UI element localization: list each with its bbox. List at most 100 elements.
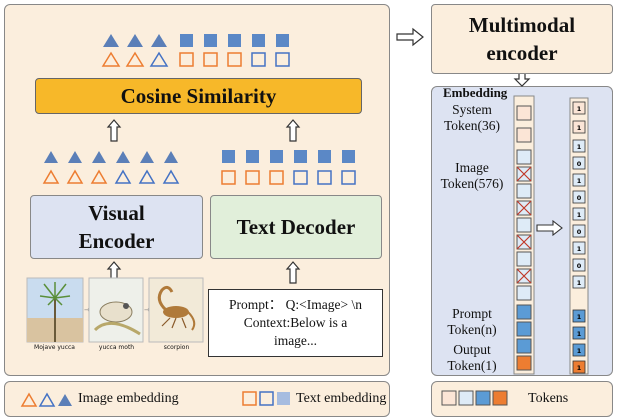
system-token-line1: System xyxy=(452,102,492,117)
visual-encoder-box: Visual Encoder xyxy=(30,195,203,259)
binary-cell xyxy=(572,173,586,187)
binary-value: 1 xyxy=(577,105,582,113)
text-embedding-square-outline xyxy=(251,52,266,67)
cosine-similarity-box: Cosine Similarity xyxy=(35,78,362,114)
image-embedding-triangle-outline xyxy=(125,51,145,67)
hollow-down-arrow xyxy=(513,71,531,87)
image-embedding-triangle xyxy=(151,34,167,47)
token-cell xyxy=(516,321,532,337)
binary-cell xyxy=(572,258,586,272)
text-embedding-square xyxy=(252,34,265,47)
binary-value: 1 xyxy=(577,143,582,151)
text-embedding-square-outline xyxy=(227,52,242,67)
embedding-legend xyxy=(4,381,390,417)
binary-value: 0 xyxy=(577,262,582,270)
text-decoder-box: Text Decoder xyxy=(210,195,382,259)
prompt-line-1: Prompt： Q:<Image> \n xyxy=(229,297,362,312)
token-cell xyxy=(516,304,532,320)
prompt-line-2: Context:Below is a xyxy=(243,315,348,330)
image-embedding-triangle xyxy=(127,34,143,47)
text-embedding-square-outline xyxy=(203,52,218,67)
image-token-label: Image Token(576) xyxy=(430,160,514,192)
text-embedding-row xyxy=(221,150,356,185)
binary-cell xyxy=(572,139,586,153)
binary-value: 1 xyxy=(577,177,582,185)
image-caption: Mojave yucca xyxy=(34,344,75,351)
text-embedding-square-outline xyxy=(275,52,290,67)
hollow-right-arrow-small xyxy=(536,219,563,237)
binary-value: 0 xyxy=(577,194,582,202)
token-cell xyxy=(516,149,532,165)
prompt-token-line1: Prompt xyxy=(452,306,492,321)
binary-value: 1 xyxy=(577,347,582,355)
binary-cell xyxy=(572,224,586,238)
prompt-box: Prompt： Q:<Image> \n Context:Below is a … xyxy=(208,289,383,357)
binary-cell xyxy=(572,190,586,204)
prompt-token-label: Prompt Token(n) xyxy=(430,306,514,338)
binary-cell xyxy=(572,343,586,357)
binary-cell xyxy=(572,360,586,374)
output-token-label: Output Token(1) xyxy=(430,342,514,374)
prompt-line-3: image... xyxy=(273,333,318,348)
token-cell xyxy=(516,285,532,301)
system-token-label: System Token(36) xyxy=(430,102,514,134)
masked-cross-icon xyxy=(516,166,532,182)
image-embedding-triangle-outline xyxy=(149,51,169,67)
binary-cell xyxy=(572,156,586,170)
token-cell xyxy=(516,183,532,199)
legend-image-embedding: Image embedding xyxy=(78,391,179,406)
legend-tokens: Tokens xyxy=(528,391,569,406)
legend-right-shapes xyxy=(441,390,508,406)
binary-cell xyxy=(572,309,586,323)
encoder-label-line1: Multimodal xyxy=(468,13,576,37)
visual-encoder-label-line1: Visual xyxy=(88,201,145,225)
hollow-right-arrow xyxy=(396,27,424,47)
token-cell xyxy=(516,127,532,143)
cosine-similarity-label: Cosine Similarity xyxy=(120,83,277,108)
embedding-title: Embedding xyxy=(443,85,508,100)
binary-value: 0 xyxy=(577,160,582,168)
token-cell xyxy=(516,105,532,121)
image-embedding-triangle xyxy=(103,34,119,47)
text-embedding-square xyxy=(180,34,193,47)
encoder-label-line2: encoder xyxy=(486,41,558,65)
image-token-line2: Token(576) xyxy=(440,176,504,191)
svg-text:→: → xyxy=(84,306,90,314)
binary-value: 0 xyxy=(577,228,582,236)
visual-embedding-row xyxy=(42,151,180,184)
output-token-line2: Token(1) xyxy=(447,358,497,373)
masked-cross-icon xyxy=(516,268,532,284)
text-embedding-square xyxy=(228,34,241,47)
visual-encoder-label-line2: Encoder xyxy=(78,229,155,253)
binary-cell xyxy=(572,326,586,340)
multimodal-encoder-box: Multimodal encoder xyxy=(431,4,613,74)
image-caption: scorpion xyxy=(163,344,190,351)
binary-cell xyxy=(572,207,586,221)
text-embedding-square-outline xyxy=(179,52,194,67)
image-strip: → → xyxy=(26,277,204,343)
token-cell xyxy=(516,251,532,267)
token-cell xyxy=(516,338,532,354)
masked-cross-icon xyxy=(516,200,532,216)
binary-value: 1 xyxy=(577,124,582,132)
text-embedding-square xyxy=(276,34,289,47)
system-token-line2: Token(36) xyxy=(443,118,501,133)
binary-cell xyxy=(572,120,586,134)
top-embedding-row xyxy=(101,34,290,67)
prompt-token-line2: Token(n) xyxy=(447,322,497,337)
token-cell xyxy=(516,355,532,371)
legend-left-shapes xyxy=(20,391,290,407)
binary-value: 1 xyxy=(577,211,582,219)
text-decoder-label: Text Decoder xyxy=(236,214,356,239)
binary-value: 1 xyxy=(577,279,582,287)
image-embedding-triangle-outline xyxy=(101,51,121,67)
binary-cell xyxy=(572,101,586,115)
binary-cell xyxy=(572,275,586,289)
text-embedding-square xyxy=(204,34,217,47)
svg-text:→: → xyxy=(144,306,150,314)
token-cell xyxy=(516,217,532,233)
binary-value: 1 xyxy=(577,313,582,321)
masked-cross-icon xyxy=(516,234,532,250)
legend-text-embedding: Text embedding xyxy=(296,391,387,406)
